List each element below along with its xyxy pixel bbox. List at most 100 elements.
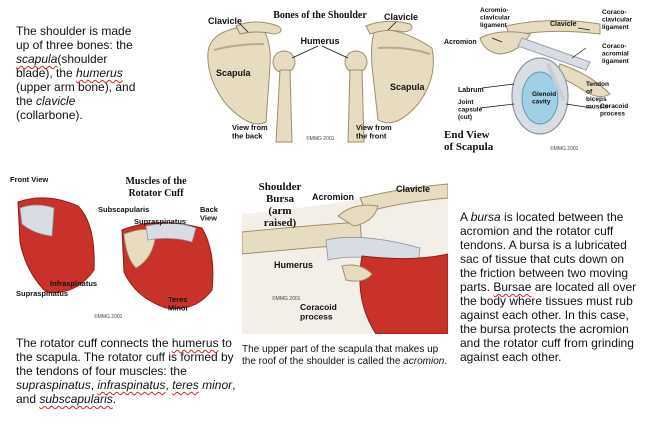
label-tendon-biceps-line: muscle bbox=[586, 104, 609, 111]
text-segment: , and bbox=[16, 378, 236, 406]
label-humerus: Humerus bbox=[300, 36, 339, 46]
label-coracoid-bursa-line: Coracoid bbox=[300, 302, 337, 312]
label-coraco-acromial-ligament-line: acromial bbox=[602, 51, 629, 58]
text-segment: (shoulder blade), the bbox=[16, 52, 108, 80]
text-segment: . bbox=[112, 392, 117, 406]
label-tendon-biceps-line: biceps bbox=[586, 96, 607, 103]
term-scapula: scapula bbox=[16, 52, 58, 66]
shoulder-bones-description: The shoulder is made up of three bones: … bbox=[16, 24, 144, 122]
end-view-svg: Clavicle Acromion Labrum End View of Sca… bbox=[444, 7, 632, 153]
bones-svg: Bones of the Shoulder Clavicle Clavicle … bbox=[207, 10, 434, 143]
term-supraspinatus: supraspinatus bbox=[16, 378, 91, 392]
end-view-title-2: of Scapula bbox=[444, 141, 494, 153]
bursa-title-3: (arm bbox=[268, 205, 291, 217]
text-segment: The upper part of the scapula that makes… bbox=[242, 344, 439, 367]
label-infraspinatus: Infraspinatus bbox=[50, 279, 97, 288]
label-view-front-line: View from bbox=[356, 123, 392, 132]
term-infraspinatus: infraspinatus bbox=[97, 378, 166, 392]
label-coracoid-bursa-line: process bbox=[300, 312, 333, 322]
copyright-end-view: ©MMG 2001 bbox=[550, 145, 579, 152]
label-clavicle-bursa: Clavicle bbox=[396, 184, 430, 194]
term-bursae: Bursae bbox=[493, 280, 532, 294]
label-clavicle: Clavicle bbox=[550, 21, 577, 28]
label-supraspinatus-top: Supraspinatus bbox=[134, 217, 186, 226]
term-minor: minor bbox=[202, 378, 233, 392]
term-teres: teres bbox=[172, 378, 199, 392]
label-joint-capsule-line: (cut) bbox=[458, 114, 472, 121]
rotator-cuff-illustration: Front View Muscles of the Rotator Cuff S… bbox=[6, 172, 220, 322]
label-glenoid-cavity-line: cavity bbox=[532, 99, 551, 106]
label-glenoid-cavity-line: Glenoid bbox=[532, 91, 556, 98]
rotator-cuff-description: The rotator cuff connects the humerus to… bbox=[16, 336, 238, 406]
copyright-bones: ©MMG 2001 bbox=[306, 135, 335, 142]
label-back-view-line: View bbox=[200, 214, 217, 223]
term-humerus: humerus bbox=[76, 66, 123, 80]
bones-title: Bones of the Shoulder bbox=[273, 10, 367, 21]
bursa-title-1: Shoulder bbox=[259, 181, 302, 193]
label-teres-minor-line: Teres bbox=[168, 295, 187, 304]
shoulder-bursa-illustration: Shoulder Bursa (arm raised) Acromion Cla… bbox=[242, 176, 448, 334]
label-coracoid-process-line: process bbox=[600, 111, 625, 118]
text-segment: are located all over the body where tiss… bbox=[460, 280, 637, 364]
end-view-scapula-illustration: Clavicle Acromion Labrum End View of Sca… bbox=[440, 4, 648, 154]
label-coraco-clavicular-ligament-line: Coraco- bbox=[602, 9, 627, 16]
bursa-description: A bursa is located between the acromion … bbox=[460, 210, 644, 364]
label-coraco-acromial-ligament-line: Coraco- bbox=[602, 43, 627, 50]
label-clavicle-left: Clavicle bbox=[208, 16, 242, 26]
label-acromio-clavicular-ligament-line: Acromio- bbox=[480, 7, 509, 14]
bursa-title-4: raised) bbox=[264, 217, 297, 229]
term-acromion: acromion bbox=[403, 356, 445, 367]
term-clavicle: clavicle bbox=[36, 94, 76, 108]
label-acromio-clavicular-ligament-line: clavicular bbox=[480, 15, 510, 22]
term-subscapularis: subscapularis bbox=[39, 392, 113, 406]
text-segment: The rotator cuff connects the bbox=[16, 336, 172, 350]
label-view-front-line: the front bbox=[356, 132, 387, 141]
bursa-title-2: Bursa bbox=[266, 193, 295, 205]
label-coraco-clavicular-ligament-line: clavicular bbox=[602, 17, 632, 24]
label-acromio-clavicular-ligament-line: ligament bbox=[480, 22, 508, 29]
text-segment: The shoulder is made up of three bones: … bbox=[16, 24, 133, 52]
acromion-caption: The upper part of the scapula that makes… bbox=[242, 344, 450, 368]
label-tendon-biceps-line: of bbox=[586, 89, 593, 96]
text-segment: (upper arm bone), and the bbox=[16, 80, 136, 108]
label-clavicle-right: Clavicle bbox=[384, 12, 418, 22]
rotator-cuff-svg: Front View Muscles of the Rotator Cuff S… bbox=[10, 175, 219, 320]
label-coraco-clavicular-ligament-line: ligament bbox=[602, 24, 630, 31]
rotator-title-1: Muscles of the bbox=[125, 176, 187, 187]
end-view-title-1: End View bbox=[444, 129, 490, 141]
term-humerus: humerus bbox=[171, 336, 219, 350]
label-view-back-line: View from bbox=[232, 123, 268, 132]
copyright-rotator: ©MMG 2001 bbox=[94, 313, 123, 320]
label-coraco-acromial-ligament-line: ligament bbox=[602, 58, 630, 65]
text-segment: , bbox=[165, 378, 173, 392]
label-scapula-left: Scapula bbox=[216, 68, 252, 78]
label-tendon-biceps-line: Tendon bbox=[586, 81, 609, 88]
text-segment: . bbox=[444, 356, 448, 367]
copyright-bursa: ©MMG 2001 bbox=[272, 295, 301, 302]
text-segment: A bbox=[460, 210, 471, 224]
label-back-view-line: Back bbox=[200, 205, 219, 214]
label-joint-capsule-line: Joint bbox=[458, 99, 474, 106]
label-acromion: Acromion bbox=[444, 39, 477, 46]
label-acromion-bursa: Acromion bbox=[312, 192, 354, 202]
label-joint-capsule-line: capsule bbox=[458, 107, 483, 114]
rotator-title-2: Rotator Cuff bbox=[128, 188, 184, 199]
label-view-back-line: the back bbox=[232, 132, 263, 141]
label-coracoid-process-line: Coracoid bbox=[600, 103, 628, 110]
label-labrum: Labrum bbox=[458, 87, 484, 94]
text-segment: (collarbone). bbox=[16, 108, 83, 122]
label-teres-minor-line: Minor bbox=[168, 304, 188, 313]
text-segment: , bbox=[90, 378, 98, 392]
